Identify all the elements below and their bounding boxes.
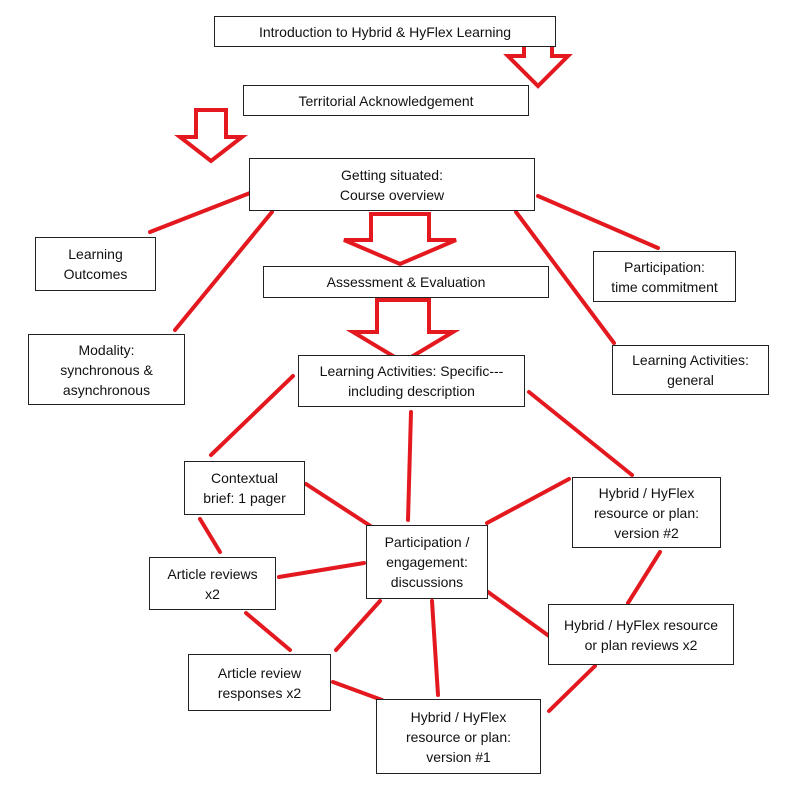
article-review-responses-box: Article review responses x2 (188, 654, 331, 711)
connector-contextual-brief-to-article-reviews (198, 517, 222, 554)
territorial-acknowledgement-label: Territorial Acknowledgement (298, 92, 474, 109)
connector-engagement-to-hybrid-reviews (486, 590, 551, 638)
connector-specific-to-hybrid-v2 (527, 390, 634, 477)
connector-contextual-brief-to-engagement (304, 482, 374, 529)
learning-activities-general-box: Learning Activities: general (612, 345, 769, 395)
arrow-assessment-icon (345, 298, 461, 365)
learning-activities-specific-label: Learning Activities: Specific--- includi… (319, 363, 504, 399)
connector-learning-outcomes-to-course-overview (148, 191, 252, 234)
modality-box: Modality: synchronous & asynchronous (28, 334, 185, 405)
connector-course-overview-to-activities-general (514, 210, 616, 345)
connector-modality-to-course-overview (173, 210, 274, 332)
connector-hybrid-reviews-to-hybrid-v1 (547, 664, 597, 713)
hybrid-reviews-label: Hybrid / HyFlex resource or plan reviews… (563, 616, 719, 653)
getting-situated-box: Getting situated: Course overview (249, 158, 535, 211)
article-reviews-box: Article reviews x2 (149, 557, 276, 610)
assessment-evaluation-box: Assessment & Evaluation (263, 266, 549, 298)
assessment-evaluation-label: Assessment & Evaluation (326, 274, 486, 290)
learning-outcomes-label: Learning Outcomes (63, 246, 128, 282)
arrow-course-overview-icon (343, 212, 457, 267)
learning-outcomes-box: Learning Outcomes (35, 237, 156, 291)
intro-label: Introduction to Hybrid & HyFlex Learning (258, 23, 512, 40)
connector-article-reviews-to-responses (244, 611, 292, 652)
arrow-territorial-icon (174, 108, 248, 164)
contextual-brief-box: Contextual brief: 1 pager (184, 461, 305, 515)
connector-specific-to-contextual-brief (209, 374, 295, 457)
hybrid-version-2-box: Hybrid / HyFlex resource or plan: versio… (572, 477, 721, 548)
connector-hybrid-v2-to-engagement (485, 477, 571, 525)
connector-hybrid-v2-to-hybrid-reviews (626, 550, 662, 605)
hybrid-version-1-box: Hybrid / HyFlex resource or plan: versio… (376, 699, 541, 774)
contextual-brief-label: Contextual brief: 1 pager (203, 470, 286, 506)
article-review-responses-label: Article review responses x2 (217, 664, 302, 701)
participation-time-label: Participation: time commitment (611, 258, 718, 295)
learning-activities-general-label: Learning Activities: general (632, 352, 749, 388)
article-reviews-label: Article reviews x2 (167, 565, 258, 602)
modality-label: Modality: synchronous & asynchronous (60, 341, 153, 398)
connector-course-overview-to-participation-time (536, 194, 660, 250)
connector-responses-to-hybrid-v1 (331, 680, 384, 702)
hybrid-reviews-box: Hybrid / HyFlex resource or plan reviews… (548, 604, 734, 665)
connector-engagement-to-hybrid-v1 (430, 599, 440, 697)
intro-box: Introduction to Hybrid & HyFlex Learning (214, 16, 556, 47)
connector-specific-to-engagement (406, 410, 413, 522)
territorial-acknowledgement-box: Territorial Acknowledgement (243, 85, 529, 116)
hybrid-version-2-label: Hybrid / HyFlex resource or plan: versio… (593, 484, 700, 541)
participation-engagement-box: Participation / engagement: discussions (366, 525, 488, 599)
learning-activities-specific-box: Learning Activities: Specific--- includi… (298, 355, 525, 407)
participation-engagement-label: Participation / engagement: discussions (384, 534, 470, 590)
connector-engagement-to-responses (334, 599, 382, 652)
hybrid-version-1-label: Hybrid / HyFlex resource or plan: versio… (405, 708, 512, 765)
getting-situated-label: Getting situated: Course overview (339, 166, 445, 203)
connector-article-reviews-to-engagement (277, 561, 366, 579)
participation-time-box: Participation: time commitment (593, 251, 736, 302)
